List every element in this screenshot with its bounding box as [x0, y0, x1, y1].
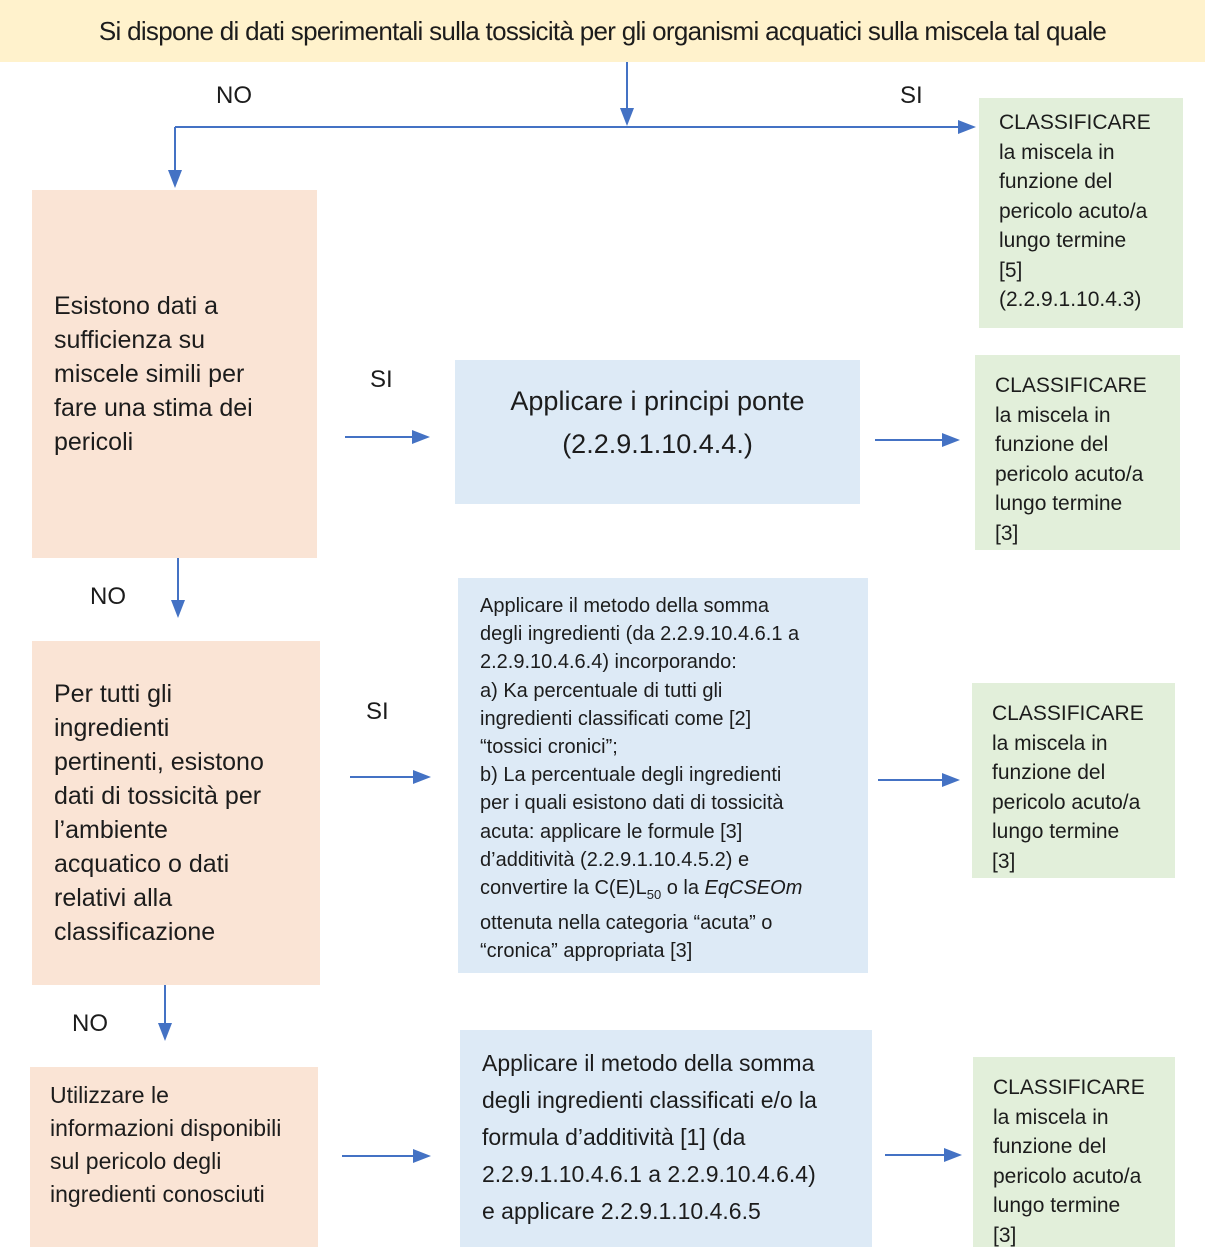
process-box-summation-classified: Applicare il metodo della somma degli in…	[460, 1030, 872, 1247]
result-box-classify-acute-5: CLASSIFICARE la miscela in funzione del …	[979, 98, 1183, 328]
action-box-use-available-info: Utilizzare le informazioni disponibili s…	[30, 1067, 318, 1247]
summation-classified-text: Applicare il metodo della somma degli in…	[482, 1050, 817, 1224]
result-box-classify-summation-3: CLASSIFICARE la miscela in funzione del …	[972, 683, 1175, 878]
process-box-bridging-principles: Applicare i principi ponte (2.2.9.1.10.4…	[455, 360, 860, 504]
classify-bottom-3-text: CLASSIFICARE la miscela in funzione del …	[993, 1076, 1145, 1247]
label-si-summation: SI	[366, 698, 389, 725]
decision-box-ingredient-toxicity-data: Per tutti gli ingredienti pertinenti, es…	[32, 641, 320, 985]
label-no-bottom-branch: NO	[72, 1010, 108, 1037]
summation-method-part3: ottenuta nella categoria “acuta” o “cron…	[480, 912, 773, 963]
banner-question-text: Si dispone di dati sperimentali sulla to…	[98, 15, 1107, 46]
label-no-top-branch: NO	[216, 82, 252, 109]
classify-summation-3-text: CLASSIFICARE la miscela in funzione del …	[992, 702, 1144, 873]
label-si-top-branch: SI	[900, 82, 923, 109]
summation-method-text: Applicare il metodo della somma degli in…	[480, 592, 860, 966]
banner-question: Si dispone di dati sperimentali sulla to…	[0, 0, 1205, 62]
result-box-classify-bottom-3: CLASSIFICARE la miscela in funzione del …	[973, 1057, 1175, 1247]
decision-similar-mixture-text: Esistono dati a sufficienza su miscele s…	[54, 292, 253, 456]
summation-method-part2: o la	[661, 877, 705, 900]
classify-acute-5-text: CLASSIFICARE la miscela in funzione del …	[999, 111, 1151, 311]
label-si-bridging: SI	[370, 366, 393, 393]
use-available-info-text: Utilizzare le informazioni disponibili s…	[50, 1082, 282, 1207]
bridging-principles-text: Applicare i principi ponte (2.2.9.1.10.4…	[510, 386, 805, 459]
label-no-mid-branch: NO	[90, 583, 126, 610]
summation-method-part1: Applicare il metodo della somma degli in…	[480, 595, 800, 900]
decision-ingredient-toxicity-text: Per tutti gli ingredienti pertinenti, es…	[54, 680, 264, 946]
subscript-50: 50	[646, 887, 662, 903]
summation-method-italic-term: EqCSEOm	[704, 877, 803, 900]
decision-box-similar-mixture-data: Esistono dati a sufficienza su miscele s…	[32, 190, 317, 558]
process-box-summation-method-detailed: Applicare il metodo della somma degli in…	[458, 578, 868, 973]
classify-bridging-3-text: CLASSIFICARE la miscela in funzione del …	[995, 374, 1147, 545]
result-box-classify-bridging-3: CLASSIFICARE la miscela in funzione del …	[975, 355, 1180, 550]
